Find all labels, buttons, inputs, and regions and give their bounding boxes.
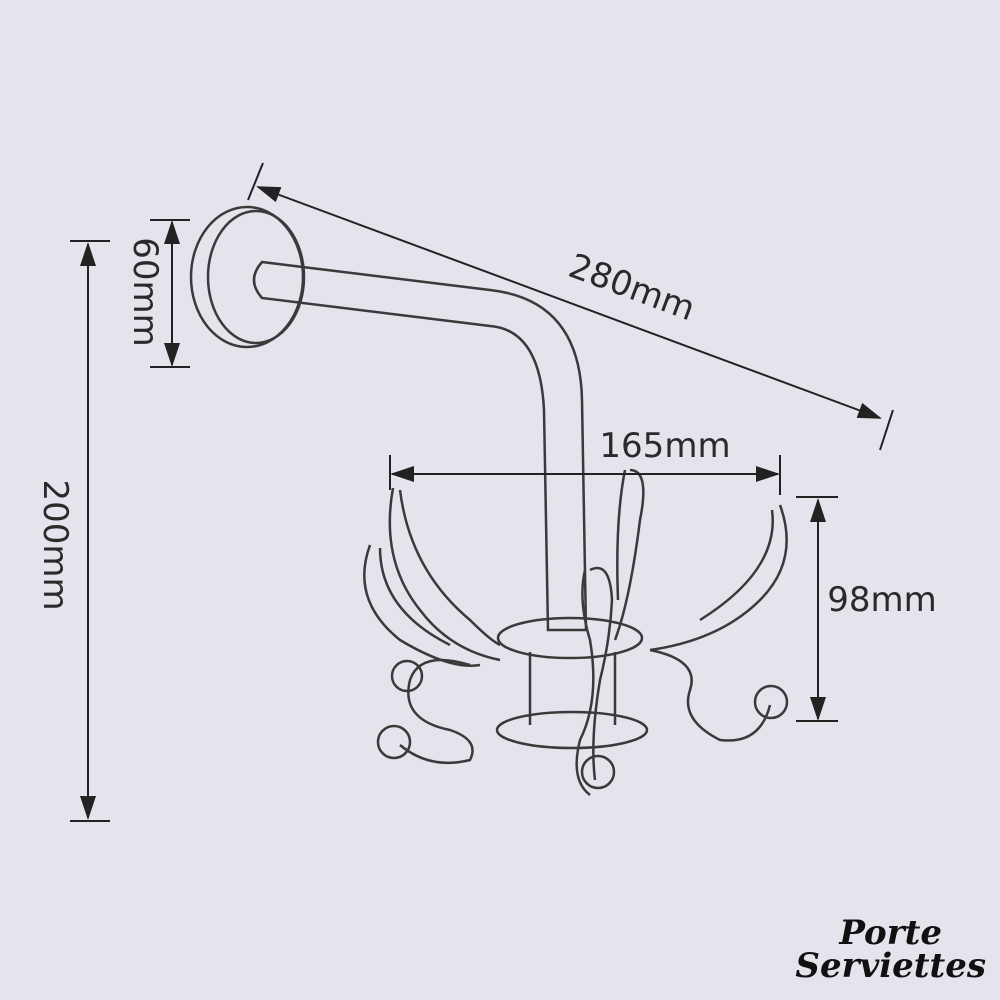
total-height-label: 200mm (35, 479, 75, 610)
arm (252, 260, 588, 632)
dimension-lines (70, 162, 894, 822)
hook-span-label: 165mm (599, 426, 730, 466)
logo-line-1: Porte (839, 913, 942, 954)
brand-logo: Porte Serviettes (795, 913, 986, 986)
hub-bottom (495, 710, 649, 750)
hook-height-label: 98mm (827, 580, 937, 620)
length-label: 280mm (563, 246, 700, 329)
base-height-label: 60mm (125, 237, 165, 347)
logo-line-2: Serviettes (795, 945, 986, 986)
hub-top (496, 616, 644, 660)
